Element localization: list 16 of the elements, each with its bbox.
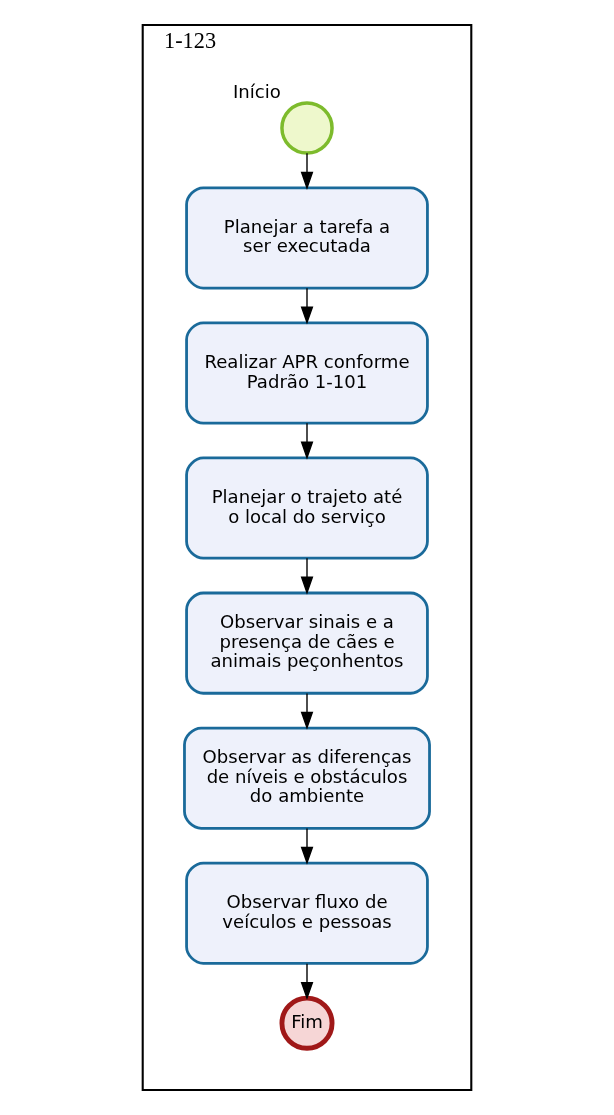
arrow [300, 422, 314, 460]
arrow [300, 827, 314, 865]
node-box: Planejar o trajeto até o local do serviço [185, 456, 429, 560]
node-circle [280, 101, 334, 155]
node-label: Início [232, 80, 281, 102]
arrow [300, 963, 314, 1001]
arrow [300, 287, 314, 325]
node-box: Observar fluxo de veículos e pessoas [185, 861, 429, 965]
node-box: Realizar APR conforme Padrão 1-101 [185, 321, 429, 425]
node-box: Observar sinais e a presença de cães e animais peçonhentos [185, 591, 429, 695]
arrow [300, 152, 314, 190]
arrow [300, 557, 314, 595]
node-circle: Fim [279, 995, 335, 1051]
node-box: Planejar a tarefa a ser executada [185, 186, 429, 290]
arrow [300, 692, 314, 730]
node-box: Observar as diferenças de níveis e obstáculos do ambiente [183, 726, 431, 830]
